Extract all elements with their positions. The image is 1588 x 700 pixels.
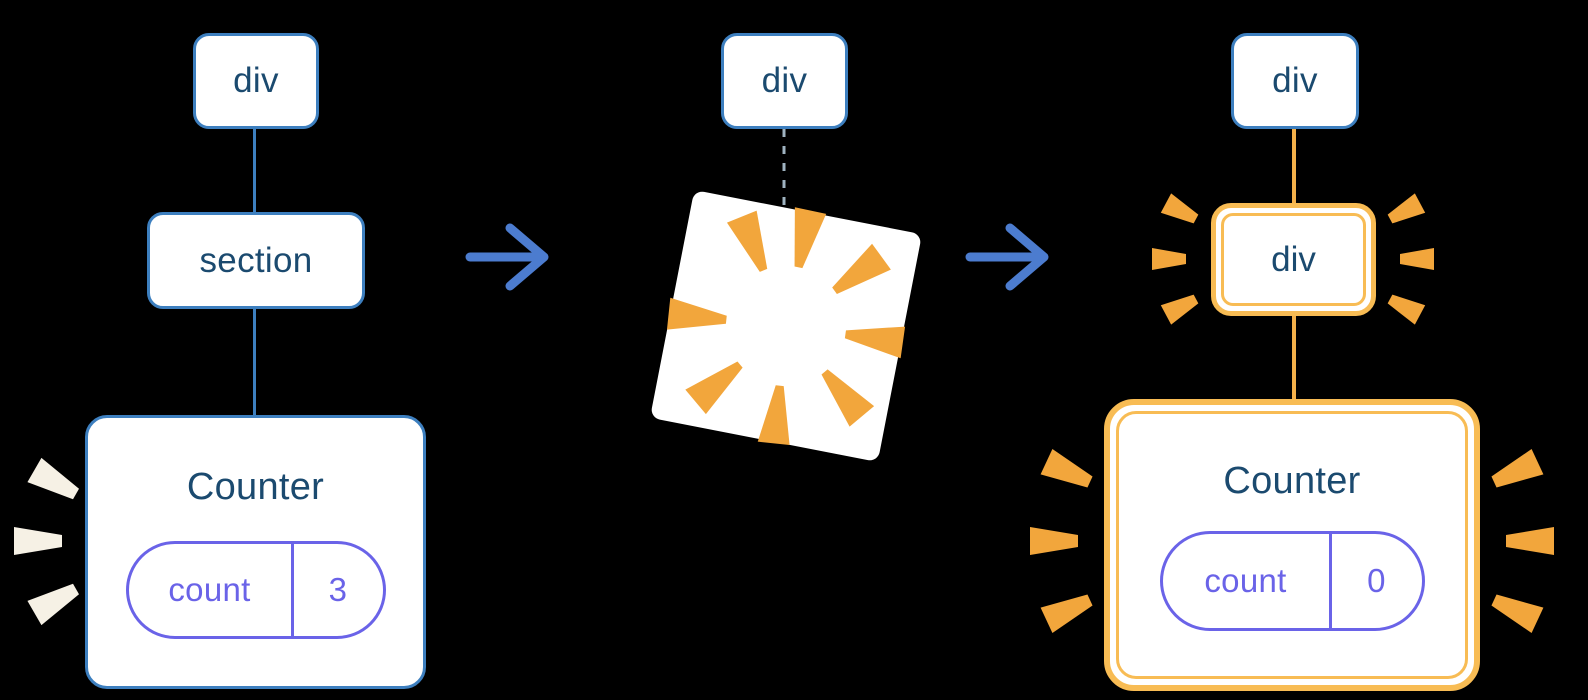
tree-node-div-highlighted: div [1211, 203, 1376, 316]
state-divider [290, 543, 294, 636]
state-key: count [168, 570, 251, 608]
tree-node-div: div [193, 33, 319, 129]
tree-node-div: div [721, 33, 848, 129]
counter-title: Counter [186, 465, 325, 508]
state-pill: count 3 [125, 540, 386, 639]
state-value: 0 [1367, 561, 1386, 599]
counter-component: Counter count 3 [85, 415, 426, 689]
tree-node-div: div [1231, 33, 1359, 129]
state-divider [1328, 533, 1332, 628]
tree-node-section: section [147, 212, 365, 309]
poof-icon [651, 191, 921, 461]
state-key: count [1204, 561, 1287, 599]
arrow-right-icon [465, 223, 549, 291]
burst-white-icon [14, 457, 84, 626]
state-pill: count 0 [1159, 530, 1425, 631]
counter-component-highlighted: Counter count 0 [1104, 399, 1480, 691]
tree-node-div-label: div [1221, 213, 1366, 306]
state-value: 3 [328, 570, 348, 608]
counter-title: Counter [1223, 459, 1361, 502]
arrow-right-icon [965, 223, 1049, 291]
